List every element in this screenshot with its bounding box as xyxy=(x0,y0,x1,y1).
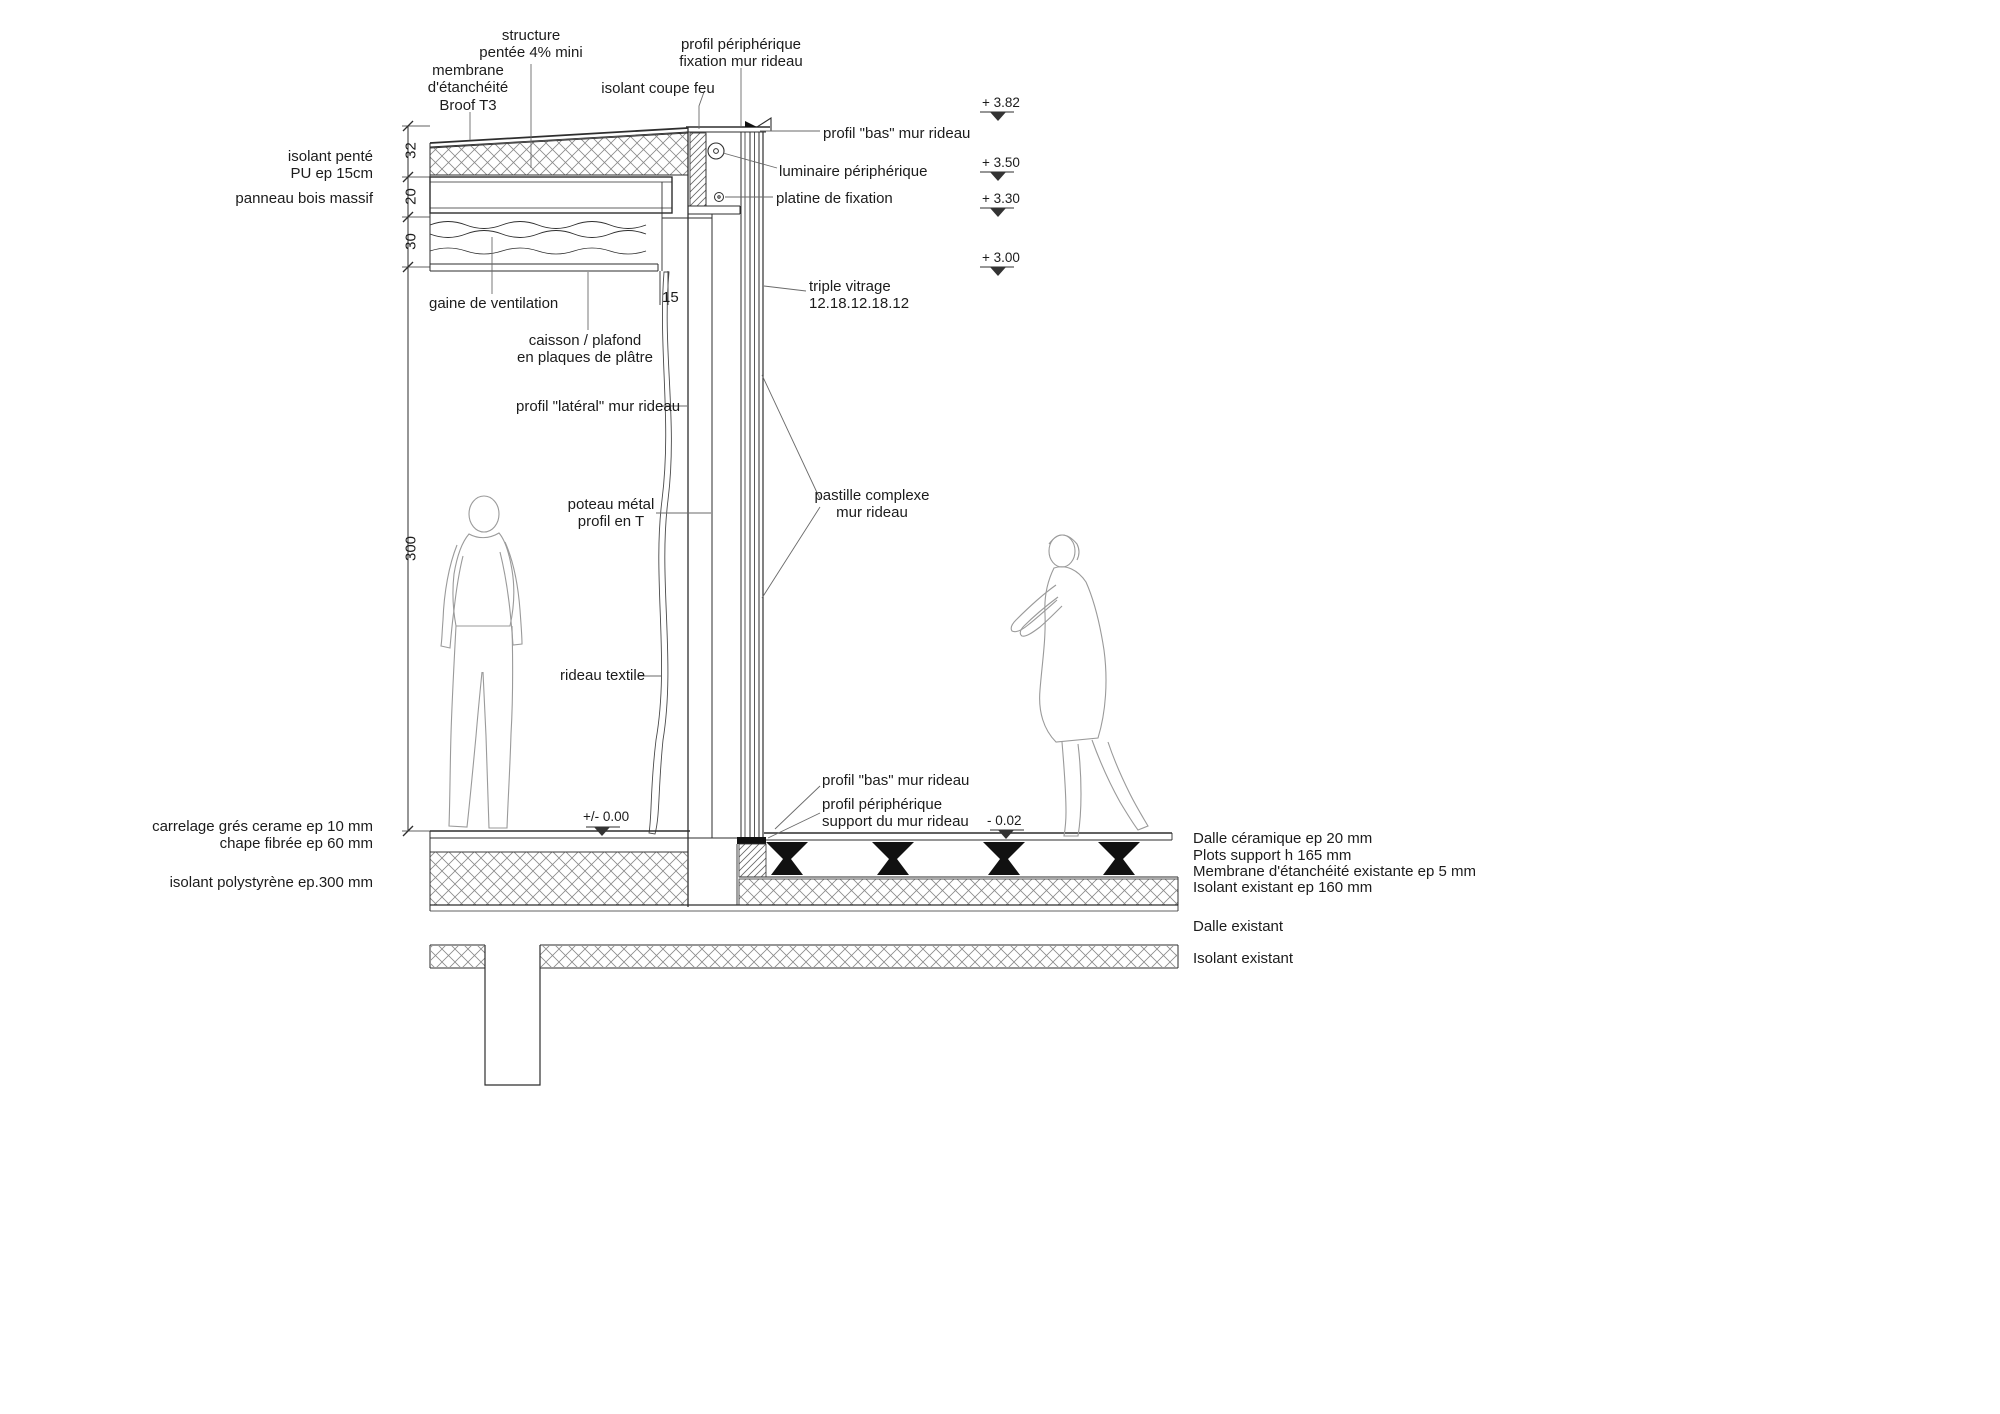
level-minus-002: - 0.02 xyxy=(987,813,1022,828)
label-luminaire: luminaire périphérique xyxy=(779,163,928,180)
dimension-32: 32 xyxy=(402,142,420,159)
legend-plots-support: Plots support h 165 mm xyxy=(1193,847,1352,864)
level-300: + 3.00 xyxy=(982,250,1020,265)
human-figure-right xyxy=(1010,534,1149,837)
level-350: + 3.50 xyxy=(982,155,1020,170)
dimension-20: 20 xyxy=(402,188,420,205)
label-carrelage: carrelage grés cerame ep 10 mm xyxy=(152,818,373,835)
human-figure-left xyxy=(440,495,523,829)
label-profil-peripherique-support: profil périphérique support du mur ridea… xyxy=(822,796,969,831)
label-triple-vitrage: triple vitrage 12.18.12.18.12 xyxy=(809,278,910,313)
legend-dalle-ceramique: Dalle céramique ep 20 mm xyxy=(1193,830,1373,847)
label-caisson: caisson / plafond en plaques de plâtre xyxy=(517,332,653,367)
legend-isolant-existant-160: Isolant existant ep 160 mm xyxy=(1193,879,1373,896)
existing-lower-slab xyxy=(429,944,1179,1086)
interior-floor xyxy=(429,830,690,911)
dimension-15: 15 xyxy=(662,289,679,306)
label-panneau-bois: panneau bois massif xyxy=(235,190,373,207)
label-profil-bas-bas: profil "bas" mur rideau xyxy=(822,772,970,789)
level-zero: +/- 0.00 xyxy=(583,809,630,824)
level-markers xyxy=(586,111,1024,839)
curtain-textile xyxy=(648,271,672,835)
label-chape: chape fibrée ep 60 mm xyxy=(219,835,373,852)
dimension-30: 30 xyxy=(402,233,420,250)
curtain-wall-glazing xyxy=(687,127,764,907)
legend-membrane-existante: Membrane d'étanchéité existante ep 5 mm xyxy=(1193,863,1477,880)
label-platine: platine de fixation xyxy=(776,190,893,207)
roof-assembly xyxy=(429,127,712,305)
label-pastille: pastille complexe mur rideau xyxy=(814,487,930,522)
legend-isolant-existant: Isolant existant xyxy=(1193,950,1294,967)
existing-slab xyxy=(430,877,1179,912)
label-isolant-pente: isolant penté PU ep 15cm xyxy=(287,148,373,183)
leader-lines xyxy=(469,64,821,839)
legend-dalle-existant: Dalle existant xyxy=(1193,918,1284,935)
label-poteau: poteau métal profil en T xyxy=(567,496,655,531)
dimension-line xyxy=(402,120,430,837)
label-isolant-polystyrene: isolant polystyrène ep.300 mm xyxy=(169,874,373,891)
label-gaine-ventilation: gaine de ventilation xyxy=(429,295,559,312)
roof-edge-profile xyxy=(686,116,772,215)
label-isolant-coupe-feu: isolant coupe feu xyxy=(601,80,715,97)
label-structure: structure pentée 4% mini xyxy=(479,27,583,62)
label-profil-peripherique-fixation: profil périphérique fixation mur rideau xyxy=(679,36,803,71)
level-382: + 3.82 xyxy=(982,95,1020,110)
terrace-floor xyxy=(690,832,1179,906)
label-profil-lateral: profil "latéral" mur rideau xyxy=(516,398,681,415)
label-rideau-textile: rideau textile xyxy=(560,667,646,684)
label-profil-bas-haut: profil "bas" mur rideau xyxy=(823,125,971,142)
dimension-300: 300 xyxy=(402,535,420,562)
level-330: + 3.30 xyxy=(982,191,1020,206)
label-membrane: membrane d'étanchéité Broof T3 xyxy=(427,62,509,114)
